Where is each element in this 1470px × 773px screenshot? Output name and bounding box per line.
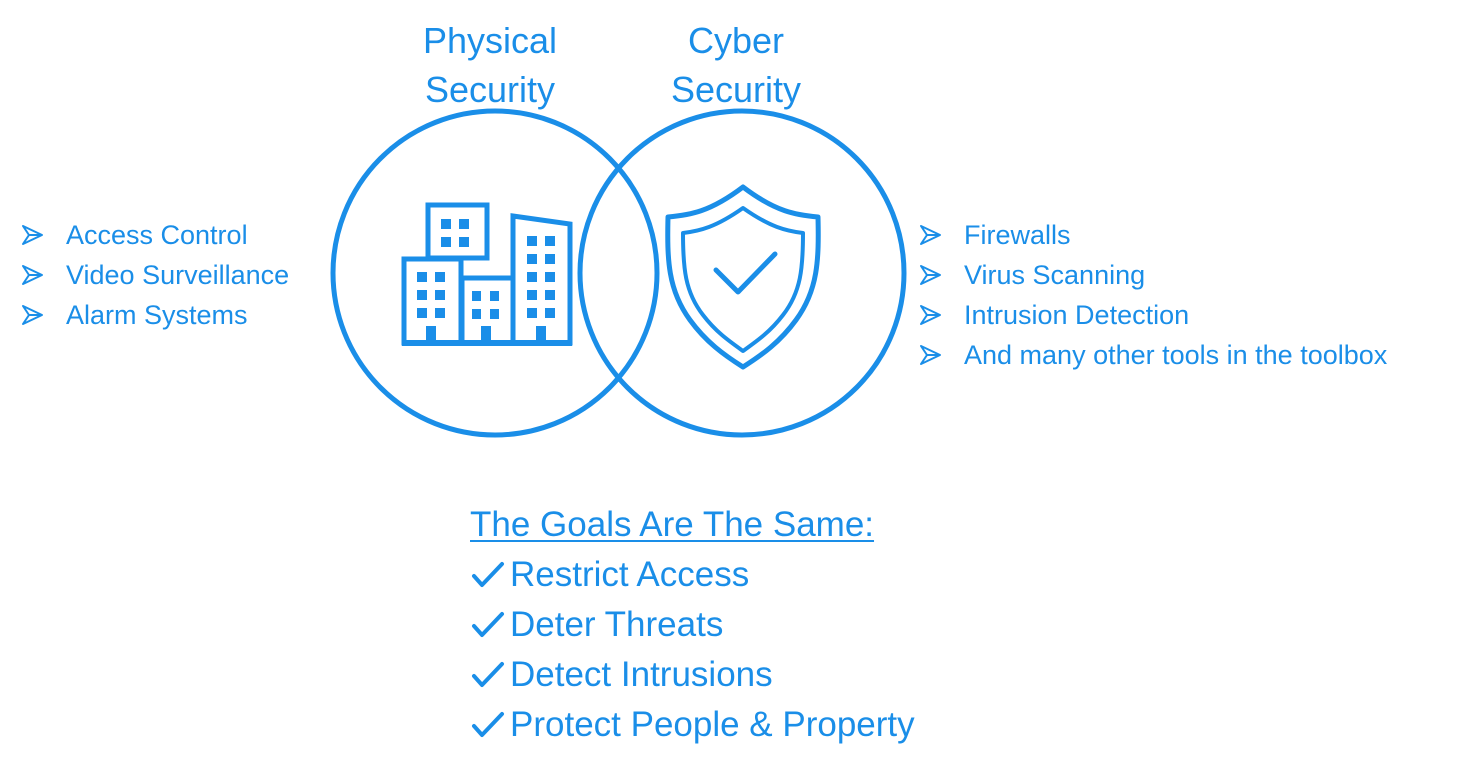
goal-label: Restrict Access <box>510 555 750 594</box>
arrow-bullet-icon <box>22 305 43 325</box>
cyber-title-line-2: Security <box>670 69 802 110</box>
list-item: Protect People & Property <box>470 700 915 750</box>
list-item: Deter Threats <box>470 600 915 650</box>
physical-title-line-1: Physical <box>422 20 558 61</box>
list-item-label: Intrusion Detection <box>964 300 1190 330</box>
cyber-circle <box>577 108 907 438</box>
goals-heading: The Goals Are The Same: <box>470 505 875 544</box>
shield-check-icon <box>665 184 821 370</box>
goals-list: Restrict Access Deter Threats Detect Int… <box>470 550 915 750</box>
list-item-label: Virus Scanning <box>964 260 1146 290</box>
office-buildings-icon <box>401 202 573 346</box>
list-item: Virus Scanning <box>918 255 1387 295</box>
arrow-bullet-icon <box>22 225 43 245</box>
arrow-bullet-icon <box>920 305 941 325</box>
checkmark-icon <box>472 612 504 637</box>
list-item-label: Alarm Systems <box>66 300 248 330</box>
list-item-label: Video Surveillance <box>66 260 290 290</box>
physical-circle <box>330 108 660 438</box>
list-item: Restrict Access <box>470 550 915 600</box>
list-item-label: Access Control <box>66 220 248 250</box>
checkmark-icon <box>472 662 504 687</box>
list-item: Access Control <box>20 215 289 255</box>
physical-security-title: Physical Security <box>360 16 620 114</box>
goals-section: The Goals Are The Same: Restrict Access … <box>470 500 915 750</box>
goal-label: Detect Intrusions <box>510 655 773 694</box>
physical-title-line-2: Security <box>424 69 556 110</box>
arrow-bullet-icon <box>920 225 941 245</box>
list-item: Video Surveillance <box>20 255 289 295</box>
list-item: Firewalls <box>918 215 1387 255</box>
arrow-bullet-icon <box>22 265 43 285</box>
goal-label: Protect People & Property <box>510 705 915 744</box>
list-item: Alarm Systems <box>20 295 289 335</box>
checkmark-icon <box>472 712 504 737</box>
arrow-bullet-icon <box>920 345 941 365</box>
cyber-security-list: Firewalls Virus Scanning Intrusion Detec… <box>918 215 1387 375</box>
list-item: And many other tools in the toolbox <box>918 335 1387 375</box>
arrow-bullet-icon <box>920 265 941 285</box>
physical-security-list: Access Control Video Surveillance Alarm … <box>20 215 289 335</box>
list-item-label: Firewalls <box>964 220 1071 250</box>
checkmark-icon <box>472 562 504 587</box>
cyber-security-title: Cyber Security <box>606 16 866 114</box>
list-item-label: And many other tools in the toolbox <box>964 340 1388 370</box>
list-item: Intrusion Detection <box>918 295 1387 335</box>
cyber-title-line-1: Cyber <box>687 20 785 61</box>
goal-label: Deter Threats <box>510 605 724 644</box>
list-item: Detect Intrusions <box>470 650 915 700</box>
